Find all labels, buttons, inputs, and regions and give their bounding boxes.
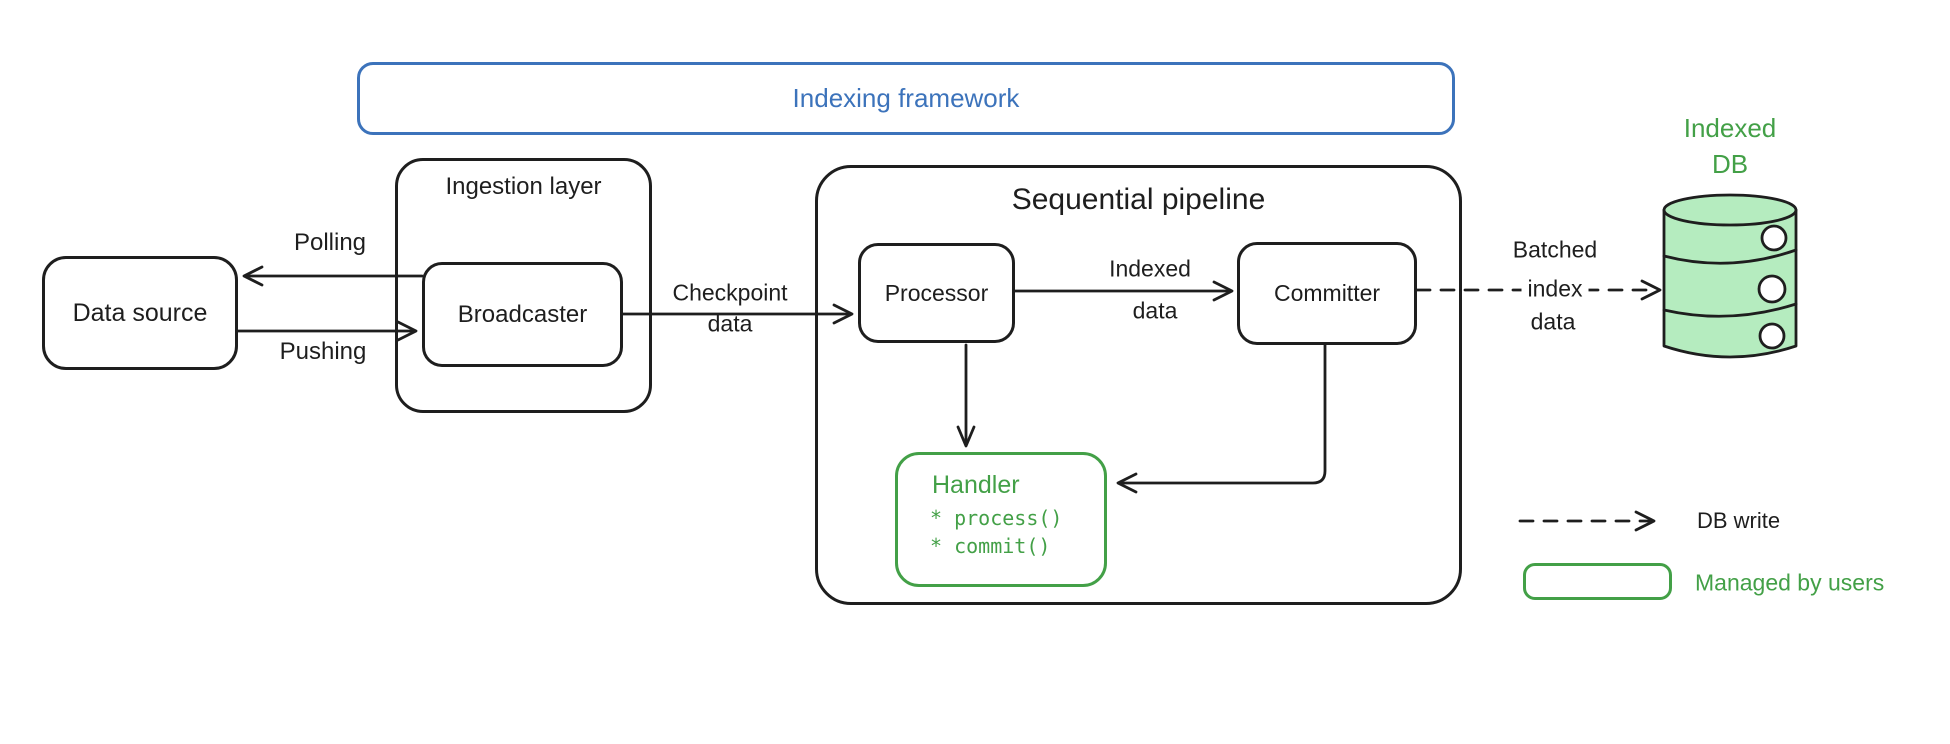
indexed-data-label-line1: Indexed (1109, 255, 1191, 282)
indexed-db-label-line2: DB (1711, 149, 1749, 179)
data-source-node: Data source (42, 256, 238, 370)
legend-managed-box (1523, 563, 1672, 600)
committer-label: Committer (1273, 280, 1381, 306)
legend-managed-label: Managed by users (1695, 569, 1885, 596)
handler-method-process: * process() (930, 506, 1063, 530)
checkpoint-label-line2: data (707, 310, 753, 337)
broadcaster-label: Broadcaster (457, 300, 588, 328)
committer-node: Committer (1237, 242, 1417, 345)
indexing-framework-frame: Indexing framework (357, 62, 1455, 135)
handler-node: Handler * process() * commit() (895, 452, 1107, 587)
batched-index-label-line3: data (1530, 308, 1576, 335)
legend-db-write-label: DB write (1697, 508, 1781, 533)
data-source-label: Data source (72, 298, 208, 327)
ingestion-layer-label: Ingestion layer (445, 173, 602, 200)
indexed-db-label-line1: Indexed (1683, 113, 1777, 143)
handler-title: Handler (932, 471, 1020, 499)
batched-index-label-line1: Batched (1512, 236, 1598, 263)
processor-label: Processor (884, 279, 989, 306)
indexed-db-label: Indexed DB (1663, 110, 1797, 182)
polling-label: Polling (293, 229, 367, 256)
database-cylinder-icon (1662, 193, 1798, 359)
sequential-pipeline-frame: Sequential pipeline (815, 165, 1462, 605)
ingestion-layer-frame: Ingestion layer (395, 158, 652, 413)
indexing-framework-label: Indexing framework (792, 83, 1020, 113)
handler-method-commit: * commit() (930, 534, 1051, 558)
processor-node: Processor (858, 243, 1015, 343)
checkpoint-label-line1: Checkpoint (672, 279, 788, 306)
batched-index-label-line2: index (1521, 275, 1589, 303)
pushing-label: Pushing (279, 338, 367, 365)
indexed-data-label-line2: data (1132, 297, 1178, 324)
legend-db-write-arrow (1518, 510, 1656, 532)
broadcaster-node: Broadcaster (422, 262, 623, 367)
sequential-pipeline-label: Sequential pipeline (1011, 183, 1266, 216)
